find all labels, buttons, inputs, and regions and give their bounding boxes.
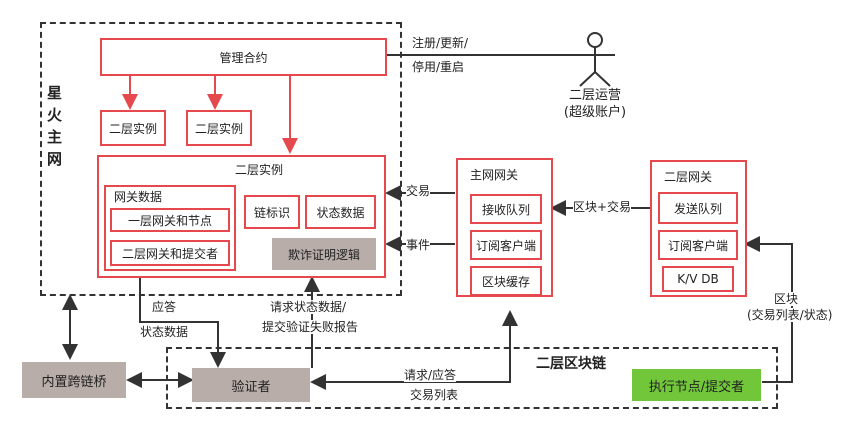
operator-name: 二层运营 [568,88,621,103]
l2-gateway-send-queue: 发送队列 [658,192,738,224]
l2-gateway-subscribe-client: 订阅客户端 [658,230,738,260]
label-answer-1: 应答 [152,300,177,314]
label-req-resp-1: 请求/应答 [404,368,457,382]
gateway-data-item-1: 一层网关和节点 [110,208,230,232]
main-gateway-block-cache: 区块缓存 [470,266,542,296]
l2-instance-small-1: 二层实例 [100,110,166,146]
label-answer-2: 状态数据 [140,325,189,339]
contract-box: 管理合约 [100,38,387,76]
l2-chain-title: 二层区块链 [536,356,606,372]
operator-figure [575,32,615,87]
verifier-box: 验证者 [192,368,310,402]
label-request-1: 请求状态数据/ [270,300,347,314]
main-gateway-subscribe-client: 订阅客户端 [470,230,542,260]
label-req-resp-2: 交易列表 [410,388,459,402]
label-block-tx: 区块+交易 [573,200,632,214]
state-data-box: 状态数据 [305,195,376,229]
l2-gateway-kv-db: K/V DB [662,266,734,292]
chain-id-box: 链标识 [244,195,300,229]
main-gateway-receive-queue: 接收队列 [470,194,542,224]
l2-chain-container [166,347,778,409]
bridge-box: 内置跨链桥 [22,362,126,398]
arrow-verifier-gateway [310,310,518,390]
gateway-data-title: 网关数据 [114,190,163,204]
label-register-2: 停用/重启 [412,60,465,74]
label-block-1: 区块 [774,292,799,306]
arrow-answer [139,278,226,368]
label-block-2: (交易列表/状态) [747,308,833,322]
mainnet-container [40,22,402,296]
label-request-2: 提交验证失败报告 [262,320,359,334]
mainnet-title: 星 火 主 网 [47,84,63,168]
fraud-proof-box: 欺诈证明逻辑 [272,238,376,270]
l2-instance-big-title: 二层实例 [235,163,284,177]
operator-account: (超级账户) [563,105,627,120]
main-gateway-title: 主网网关 [470,168,519,182]
gateway-data-item-2: 二层网关和提交者 [110,240,230,266]
label-register-1: 注册/更新/ [412,36,469,50]
l2-instance-small-2: 二层实例 [186,110,252,146]
l2-gateway-title: 二层网关 [664,170,713,184]
label-event: 事件 [406,238,431,252]
executor-box: 执行节点/提交者 [632,369,761,401]
label-tx: 交易 [406,184,431,198]
contract-label: 管理合约 [219,50,268,65]
